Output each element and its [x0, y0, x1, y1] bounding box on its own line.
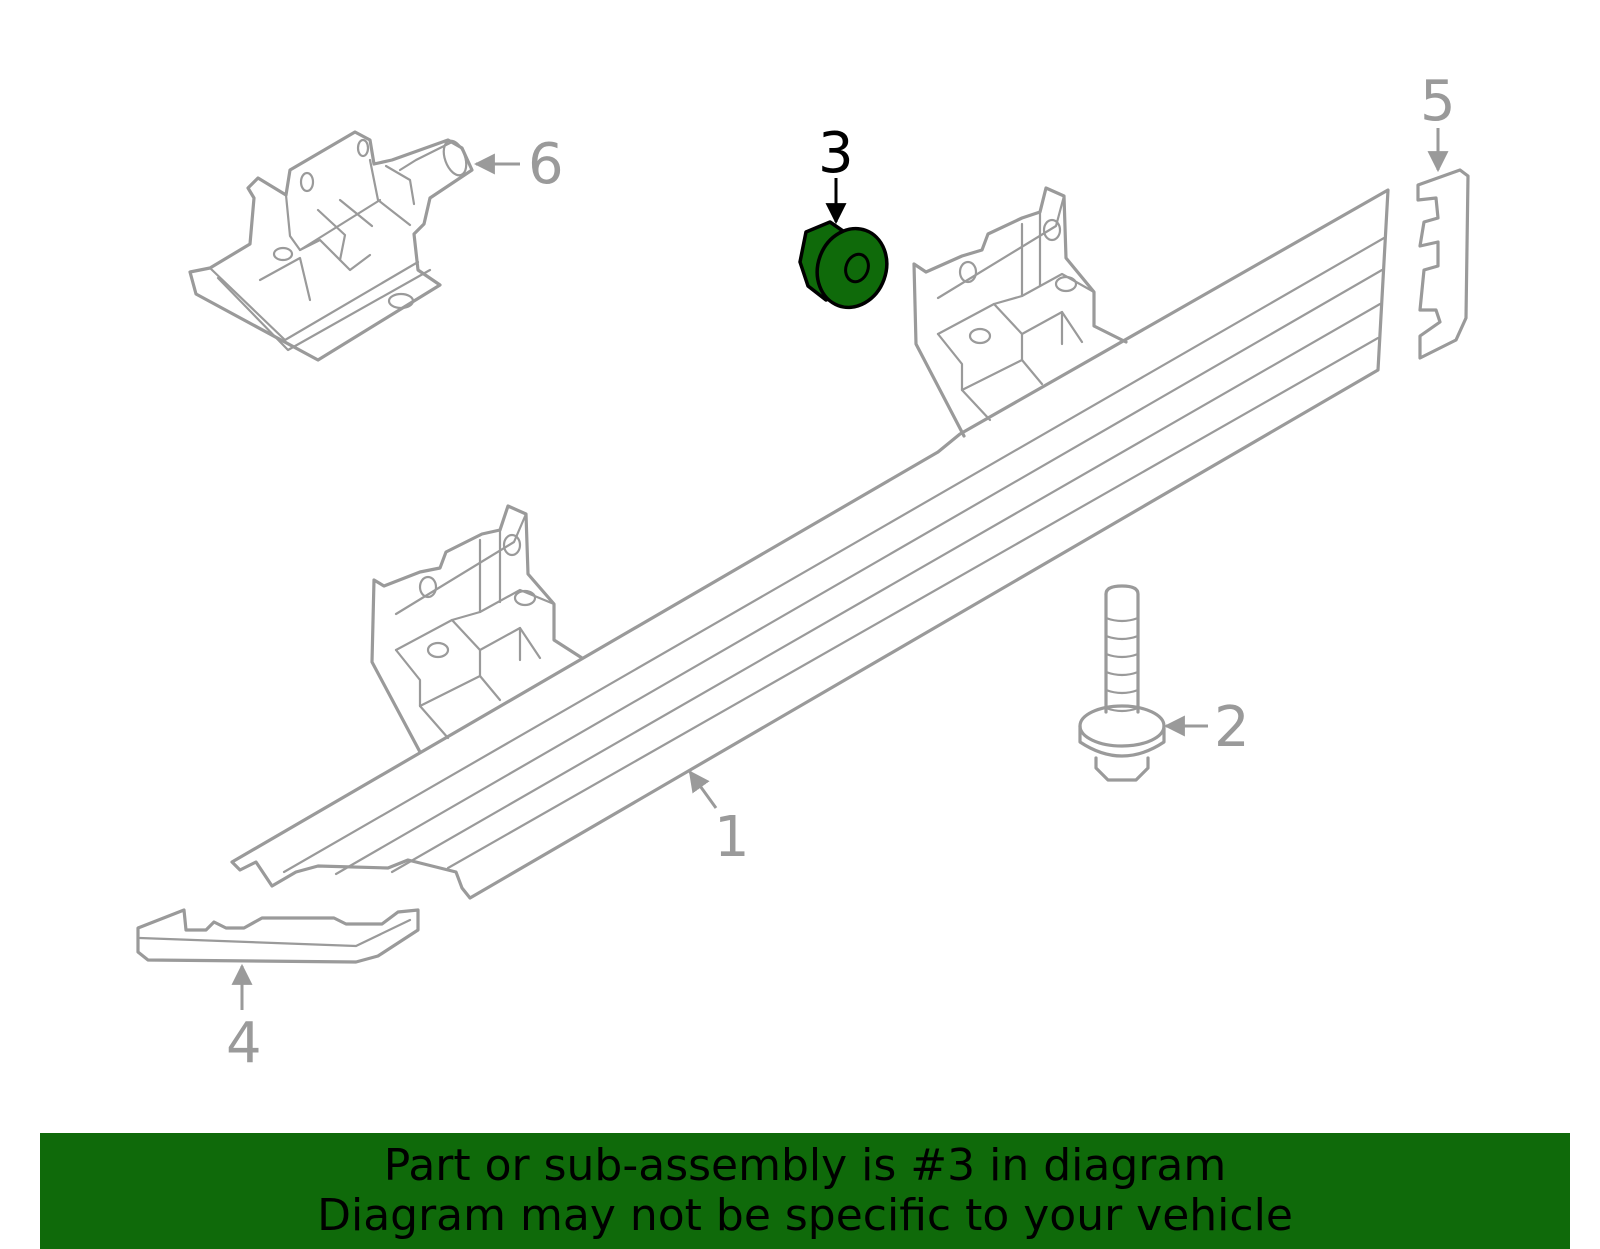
callout-6: 6: [528, 132, 564, 197]
callout-4: 4: [226, 1011, 262, 1076]
part-5-end-cap[interactable]: [1416, 168, 1470, 360]
leader-1: [688, 770, 718, 809]
banner-line-2: Diagram may not be specific to your vehi…: [317, 1190, 1293, 1241]
part-4-end-trim[interactable]: [136, 908, 420, 964]
info-banner: Part or sub-assembly is #3 in diagram Di…: [40, 1133, 1570, 1249]
part-2-bolt[interactable]: [1078, 584, 1166, 782]
banner-line-1: Part or sub-assembly is #3 in diagram: [383, 1140, 1227, 1191]
part-3-nut[interactable]: [798, 219, 898, 317]
callout-1: 1: [714, 805, 750, 870]
callout-3: 3: [818, 121, 854, 186]
callout-5: 5: [1420, 69, 1456, 134]
part-6-mounting-bracket[interactable]: [188, 130, 474, 362]
callout-2: 2: [1214, 695, 1250, 760]
part-1-running-board[interactable]: [230, 186, 1390, 900]
